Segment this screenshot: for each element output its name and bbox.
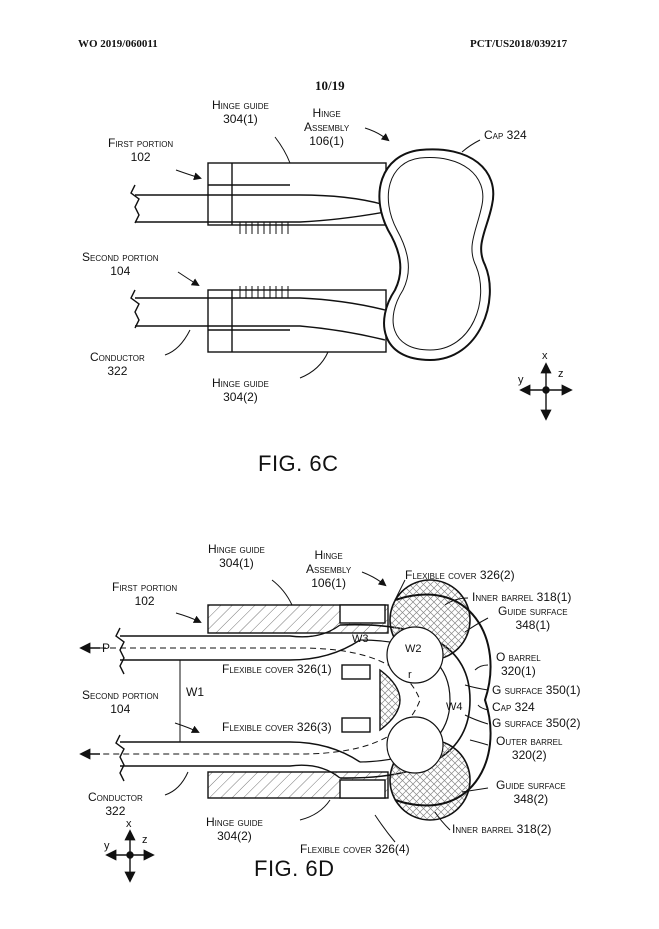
hinge-guide-top-block xyxy=(207,162,387,226)
hinge-guide-bottom-block xyxy=(207,289,387,353)
axis-x-6c: x xyxy=(542,350,548,362)
label-inner-barrel-2: Inner barrel 318(2) xyxy=(452,822,552,836)
label-flex-cover-1: Flexible cover 326(1) xyxy=(222,662,332,676)
first-portion-line-top xyxy=(135,194,386,206)
label-w3: W3 xyxy=(352,633,369,645)
axis-z-6d: z xyxy=(142,834,148,846)
cap-324-shape xyxy=(378,148,495,362)
label-p: P xyxy=(102,641,111,655)
first-portion-line-bottom xyxy=(135,211,386,223)
axis-y-6d: y xyxy=(104,840,110,852)
axis-x-6d: x xyxy=(126,818,132,830)
figure-title-6c: FIG. 6C xyxy=(258,451,339,476)
label-g-surface-2: G surface 350(2) xyxy=(492,716,581,730)
figure-title-6d: FIG. 6D xyxy=(254,856,335,881)
fig-6d-drawing xyxy=(79,571,492,883)
label-inner-barrel-1: Inner barrel 318(1) xyxy=(472,590,572,604)
inner-barrel-318-2 xyxy=(386,716,444,774)
label-cap-6c: Cap 324 xyxy=(484,128,527,142)
label-r: r xyxy=(408,669,412,681)
inner-barrel-318-1 xyxy=(386,626,444,684)
label-w4: W4 xyxy=(446,701,463,713)
axis-y-6c: y xyxy=(518,374,524,386)
label-flex-cover-3: Flexible cover 326(3) xyxy=(222,720,332,734)
publication-number: WO 2019/060011 xyxy=(78,38,158,50)
label-w1: W1 xyxy=(186,685,204,699)
label-flex-cover-4: Flexible cover 326(4) xyxy=(300,842,410,856)
label-w2: W2 xyxy=(405,643,422,655)
page-number: 10/19 xyxy=(315,78,345,93)
axis-z-6c: z xyxy=(558,368,564,380)
application-number: PCT/US2018/039217 xyxy=(470,38,568,50)
label-flex-cover-2: Flexible cover 326(2) xyxy=(405,568,515,582)
cap-324-outline xyxy=(394,593,492,807)
fig-6c-drawing xyxy=(130,127,573,421)
first-portion-top xyxy=(120,624,341,638)
label-cap-6d: Cap 324 xyxy=(492,700,535,714)
label-g-surface-1: G surface 350(1) xyxy=(492,683,581,697)
